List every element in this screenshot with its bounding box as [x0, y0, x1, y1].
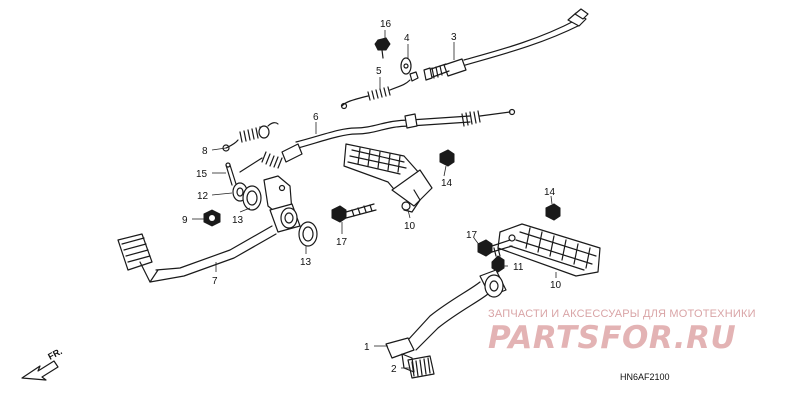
diagram-code: HN6AF2100 [620, 372, 670, 382]
nut-part-14-lower[interactable] [545, 203, 561, 221]
callout-13-upper: 13 [232, 215, 244, 226]
pedal-rubber-part-2[interactable] [401, 353, 435, 379]
callout-10-lower: 10 [550, 280, 562, 291]
callout-13-lower: 13 [300, 257, 312, 268]
front-label: FR. [46, 346, 63, 362]
callout-2: 2 [391, 364, 397, 375]
seal-part-13-lower[interactable] [298, 221, 318, 247]
callout-5: 5 [376, 66, 382, 77]
nut-part-14-upper[interactable] [439, 149, 455, 167]
callout-17-lower: 17 [466, 230, 478, 241]
callout-12: 12 [197, 191, 209, 202]
bolt-part-11[interactable] [491, 247, 505, 273]
bolt-part-16[interactable] [374, 37, 391, 59]
brake-cable-part-3[interactable] [423, 8, 589, 81]
brake-pedal-part-7[interactable] [117, 175, 301, 283]
brake-rod-part-6[interactable] [239, 108, 516, 173]
seal-part-13-upper[interactable] [242, 185, 262, 211]
leader-lines [192, 30, 557, 369]
callout-16: 16 [380, 19, 392, 30]
callout-10-upper: 10 [404, 221, 416, 232]
cotter-pin-part-15[interactable] [225, 162, 237, 186]
watermark: ЗАПЧАСТИ И АКСЕССУАРЫ ДЛЯ МОТОТЕХНИКИ PA… [488, 308, 756, 356]
callout-14-upper: 14 [441, 178, 453, 189]
callout-17-upper: 17 [336, 237, 348, 248]
callout-8: 8 [202, 146, 208, 157]
spring-part-5[interactable] [340, 79, 411, 110]
front-direction-indicator: FR. [21, 346, 64, 381]
callout-labels: 16 4 3 5 6 8 15 12 9 13 13 7 17 10 14 14… [182, 19, 562, 375]
spring-part-8[interactable] [222, 122, 279, 152]
watermark-logo: PARTSFOR.RU [488, 320, 736, 356]
callout-15: 15 [196, 169, 208, 180]
shift-pedal-part-1[interactable] [385, 269, 507, 359]
clip-part-4[interactable] [400, 57, 419, 82]
watermark-text: ЗАПЧАСТИ И АКСЕССУАРЫ ДЛЯ МОТОТЕХНИКИ [488, 308, 756, 320]
bolt-part-17-lower[interactable] [477, 239, 513, 257]
callout-11: 11 [513, 262, 524, 273]
callout-14-lower: 14 [544, 187, 556, 198]
callout-1: 1 [364, 342, 370, 353]
callout-6: 6 [313, 112, 319, 123]
callout-9: 9 [182, 215, 188, 226]
footpeg-part-10-upper[interactable] [343, 143, 433, 213]
callout-7: 7 [212, 276, 218, 287]
callout-3: 3 [451, 32, 457, 43]
front-arrow-icon [21, 360, 59, 381]
callout-4: 4 [404, 33, 410, 44]
nut-part-9[interactable] [203, 209, 221, 227]
bolt-part-17-upper[interactable] [331, 203, 377, 223]
